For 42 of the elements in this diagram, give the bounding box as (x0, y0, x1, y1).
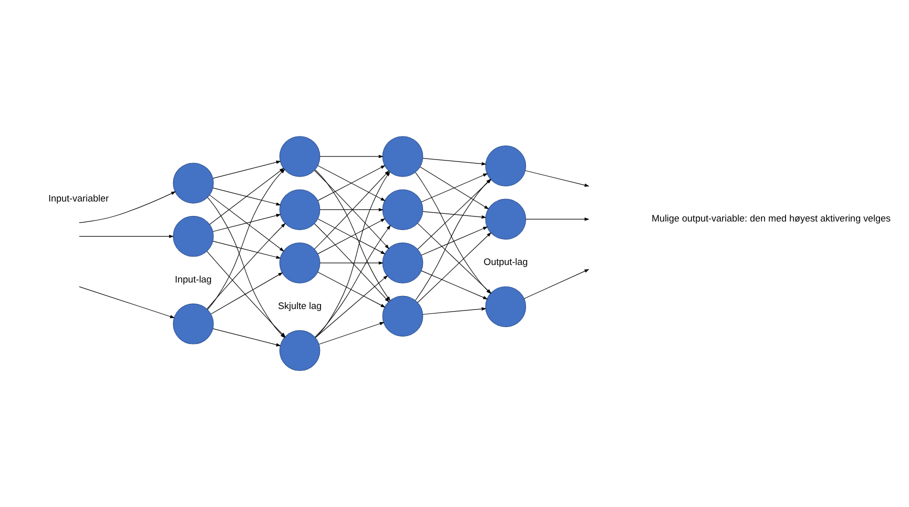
arrow (78, 191, 176, 224)
arrow (315, 275, 388, 338)
arrow (320, 261, 384, 265)
arrow (422, 307, 486, 315)
arrow (420, 166, 489, 210)
arrow (209, 168, 284, 225)
arrow (421, 270, 488, 300)
arrow (212, 214, 281, 232)
arrow (206, 223, 286, 310)
node-circle (172, 304, 214, 344)
arrow (78, 234, 174, 238)
arrow (318, 322, 384, 345)
arrow (315, 170, 390, 302)
arrow (212, 160, 281, 179)
arrow (422, 211, 486, 219)
arrow (314, 223, 390, 302)
arrow (212, 328, 281, 346)
arrow (526, 218, 590, 221)
arrow (207, 168, 286, 310)
label: Output-lag (484, 257, 528, 268)
node-circle (172, 216, 214, 257)
arrow (318, 272, 386, 308)
arrow (525, 170, 590, 187)
arrow (314, 224, 391, 338)
arrow (422, 158, 486, 166)
arrow (320, 208, 384, 212)
arrow (315, 171, 390, 338)
label: Mulige output-variable: den med høyest aktivering velges (652, 213, 891, 224)
arrow (421, 173, 488, 202)
arrow (320, 154, 384, 158)
arrow (421, 226, 488, 256)
label: Skjulte lag (278, 300, 322, 312)
arrow (78, 286, 175, 318)
arrow (212, 188, 281, 206)
arrow (209, 194, 284, 252)
arrow (210, 272, 283, 314)
arrow (524, 269, 590, 299)
arrow (212, 240, 281, 259)
node-circle (172, 162, 214, 204)
label: Input-lag (174, 274, 212, 286)
arrow (314, 170, 390, 250)
label: Input-variabler (48, 193, 109, 204)
